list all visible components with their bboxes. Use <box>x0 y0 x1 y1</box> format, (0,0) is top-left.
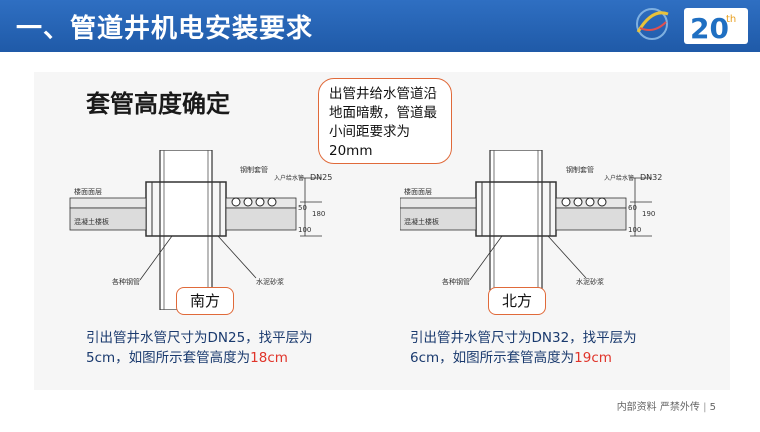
label-steel: 各种钢管 <box>112 277 140 286</box>
caption-right-highlight: 19cm <box>574 350 612 366</box>
label-floor: 楼面面层 <box>404 187 432 196</box>
caption-left-text: 引出管井水管尺寸为DN25，找平层为5cm，如图所示套管高度为 <box>86 330 313 366</box>
label-steel: 各种钢管 <box>442 277 470 286</box>
caption-left-highlight: 18cm <box>250 350 288 366</box>
footer-text: 内部资料 严禁外传 <box>616 402 700 413</box>
logo-sup: th <box>726 14 736 25</box>
label-slab: 混凝土楼板 <box>74 217 109 226</box>
label-casing: 钢制套管 <box>240 165 268 174</box>
label-dn: DN32 <box>640 173 662 182</box>
logo-number: 20 <box>690 12 729 45</box>
label-mortar: 水泥砂浆 <box>576 277 604 286</box>
label-mortar: 水泥砂浆 <box>256 277 284 286</box>
page-title: 一、管道井机电安装要求 <box>16 14 314 44</box>
dim-3: 180 <box>312 210 325 218</box>
dim-3: 190 <box>642 210 655 218</box>
label-pipe: 入户给水管 <box>604 174 634 182</box>
dim-2: 60 <box>628 204 637 212</box>
caption-right: 引出管井水管尺寸为DN32，找平层为6cm，如图所示套管高度为19cm <box>410 328 660 368</box>
tag-north: 北方 <box>488 287 546 315</box>
header-bar: 一、管道井机电安装要求 20 th <box>0 0 760 52</box>
dim-1: 100 <box>628 226 641 234</box>
caption-left: 引出管井水管尺寸为DN25，找平层为5cm，如图所示套管高度为18cm <box>86 328 336 368</box>
dim-1: 100 <box>298 226 311 234</box>
right-section-diagram: 楼面面层 混凝土楼板 钢制套管 入户给水管 DN32 100 60 190 各种… <box>400 150 662 310</box>
caption-right-text: 引出管井水管尺寸为DN32，找平层为6cm，如图所示套管高度为 <box>410 330 637 366</box>
section-title: 套管高度确定 <box>86 90 230 118</box>
page-number: 5 <box>709 402 716 413</box>
label-floor: 楼面面层 <box>74 187 102 196</box>
tag-south: 南方 <box>176 287 234 315</box>
label-dn: DN25 <box>310 173 332 182</box>
dim-2: 50 <box>298 204 307 212</box>
company-logo: 20 th <box>636 8 748 45</box>
left-section-diagram: 楼面面层 混凝土楼板 钢制套管 入户给水管 DN25 100 50 180 各种… <box>69 150 332 310</box>
footer: 内部资料 严禁外传 | 5 <box>616 402 716 413</box>
callout-box: 出管井给水管道沿地面暗敷，管道最小间距要求为20mm <box>318 78 452 164</box>
label-casing: 钢制套管 <box>566 165 594 174</box>
label-pipe: 入户给水管 <box>274 174 304 182</box>
label-slab: 混凝土楼板 <box>404 217 439 226</box>
